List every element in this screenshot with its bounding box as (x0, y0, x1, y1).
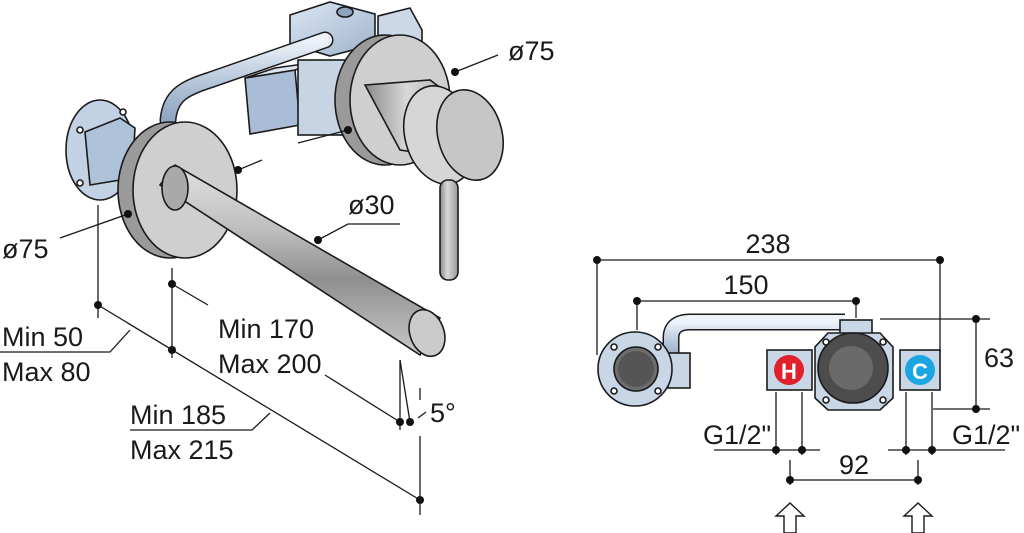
front-left-flange (597, 331, 691, 407)
hot-badge-letter: H (781, 359, 797, 384)
label-spout-max: Max 200 (218, 349, 322, 379)
label-inlet-spacing: 92 (839, 450, 869, 480)
lever (439, 179, 459, 281)
cold-inlet-arrow-icon (902, 502, 934, 533)
hot-badge (774, 355, 804, 385)
label-spout-diameter: ø30 (348, 190, 395, 220)
label-total-min: Min 185 (130, 400, 226, 430)
front-dimension-lines (593, 256, 1005, 485)
isometric-view: ø75 ø75 ø30 Min 50 Max 80 Min 170 Max 20… (0, 1, 555, 515)
cold-badge (905, 355, 935, 385)
label-inlet-right: G1/2" (952, 420, 1020, 450)
hot-inlet: H (766, 349, 813, 391)
cold-inlet: C (899, 349, 941, 391)
label-angle: 5° (430, 398, 456, 428)
label-spout-min: Min 170 (218, 314, 314, 344)
label-total-max: Max 215 (130, 435, 234, 465)
label-height: 63 (984, 343, 1014, 373)
iso-dimension-lines (0, 54, 499, 515)
front-valve-body (814, 332, 894, 411)
label-depth-max: Max 80 (2, 357, 91, 387)
front-view: H C (593, 229, 1020, 533)
label-rosette-right-diameter: ø75 (508, 36, 555, 66)
cold-badge-letter: C (912, 359, 928, 384)
label-inlet-left: G1/2" (703, 420, 771, 450)
label-depth-min: Min 50 (2, 322, 83, 352)
front-pipe (664, 315, 845, 360)
connecting-pipe (161, 33, 332, 127)
hot-inlet-arrow-icon (774, 502, 806, 533)
label-overall-width: 238 (745, 229, 790, 259)
mixer-handle (363, 79, 504, 281)
label-spout-to-valve: 150 (723, 270, 768, 300)
label-rosette-left-diameter: ø75 (2, 234, 49, 264)
left-wall-flange (65, 99, 136, 201)
spout (158, 163, 446, 358)
